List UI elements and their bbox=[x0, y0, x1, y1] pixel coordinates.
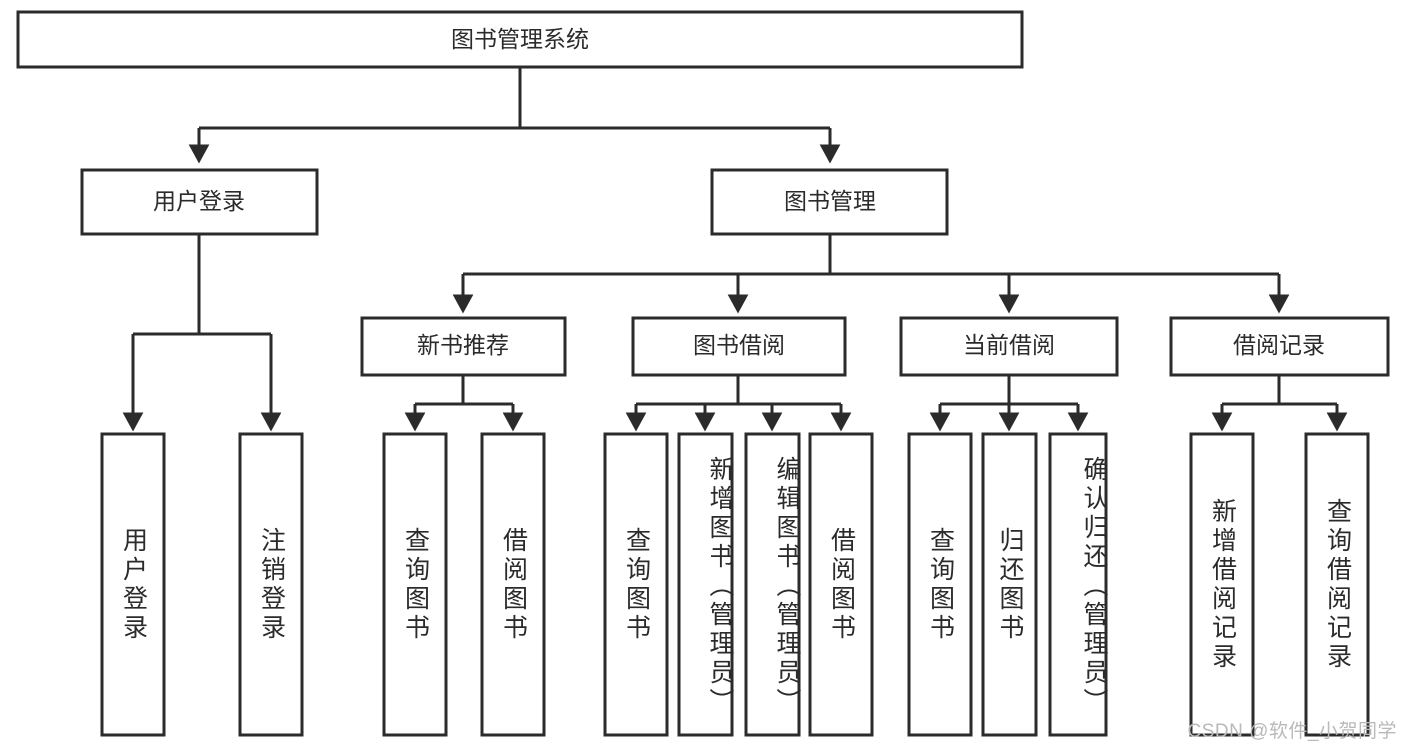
node-book-borrow-label: 图书借阅 bbox=[693, 332, 785, 358]
node-book-management-label: 图书管理 bbox=[784, 188, 876, 214]
node-borrow-record[interactable]: 借阅记录 bbox=[1169, 316, 1390, 377]
node-user-login-label: 用户登录 bbox=[153, 188, 245, 214]
node-leaf-confirm-return-admin[interactable] bbox=[1048, 432, 1108, 737]
node-book-management[interactable]: 图书管理 bbox=[710, 168, 949, 236]
node-leaf-add-book-admin[interactable] bbox=[677, 432, 734, 737]
node-current-borrow[interactable]: 当前借阅 bbox=[899, 316, 1119, 377]
connector-currentborrow-to-leaves bbox=[929, 375, 1089, 432]
connector-newbook-to-leaves bbox=[404, 375, 524, 432]
node-leaf-edit-book-admin[interactable] bbox=[744, 432, 801, 737]
node-leaf-borrow-book-recommend[interactable] bbox=[480, 432, 546, 737]
node-current-borrow-label: 当前借阅 bbox=[963, 332, 1055, 358]
node-leaf-borrow-book-borrow[interactable] bbox=[808, 432, 874, 737]
csdn-watermark: CSDN @软件_小贺同学 bbox=[1187, 721, 1397, 742]
node-leaf-query-book-current[interactable] bbox=[907, 432, 973, 737]
connector-bookborrow-to-leaves bbox=[625, 375, 852, 432]
node-leaf-return-book[interactable] bbox=[981, 432, 1038, 737]
connector-bookmgmt-to-level3 bbox=[452, 234, 1290, 314]
node-root-system[interactable]: 图书管理系统 bbox=[16, 10, 1024, 69]
connector-userlogin-to-leaves bbox=[122, 234, 282, 432]
node-leaf-query-borrow-record[interactable] bbox=[1304, 432, 1370, 737]
node-book-borrow[interactable]: 图书借阅 bbox=[631, 316, 847, 377]
node-leaf-query-book-borrow[interactable] bbox=[603, 432, 669, 737]
node-new-book-recommend[interactable]: 新书推荐 bbox=[360, 316, 567, 377]
connector-root-to-level2 bbox=[188, 67, 841, 164]
node-leaf-query-book-recommend[interactable] bbox=[382, 432, 448, 737]
node-leaf-user-login[interactable] bbox=[100, 432, 166, 737]
node-borrow-record-label: 借阅记录 bbox=[1233, 332, 1325, 358]
node-root-system-label: 图书管理系统 bbox=[451, 26, 589, 52]
node-leaf-add-borrow-record[interactable] bbox=[1189, 432, 1255, 737]
node-leaf-logout[interactable] bbox=[238, 432, 304, 737]
node-new-book-recommend-label: 新书推荐 bbox=[417, 332, 509, 358]
connector-borrowrecord-to-leaves bbox=[1211, 375, 1348, 432]
node-user-login[interactable]: 用户登录 bbox=[80, 168, 319, 236]
